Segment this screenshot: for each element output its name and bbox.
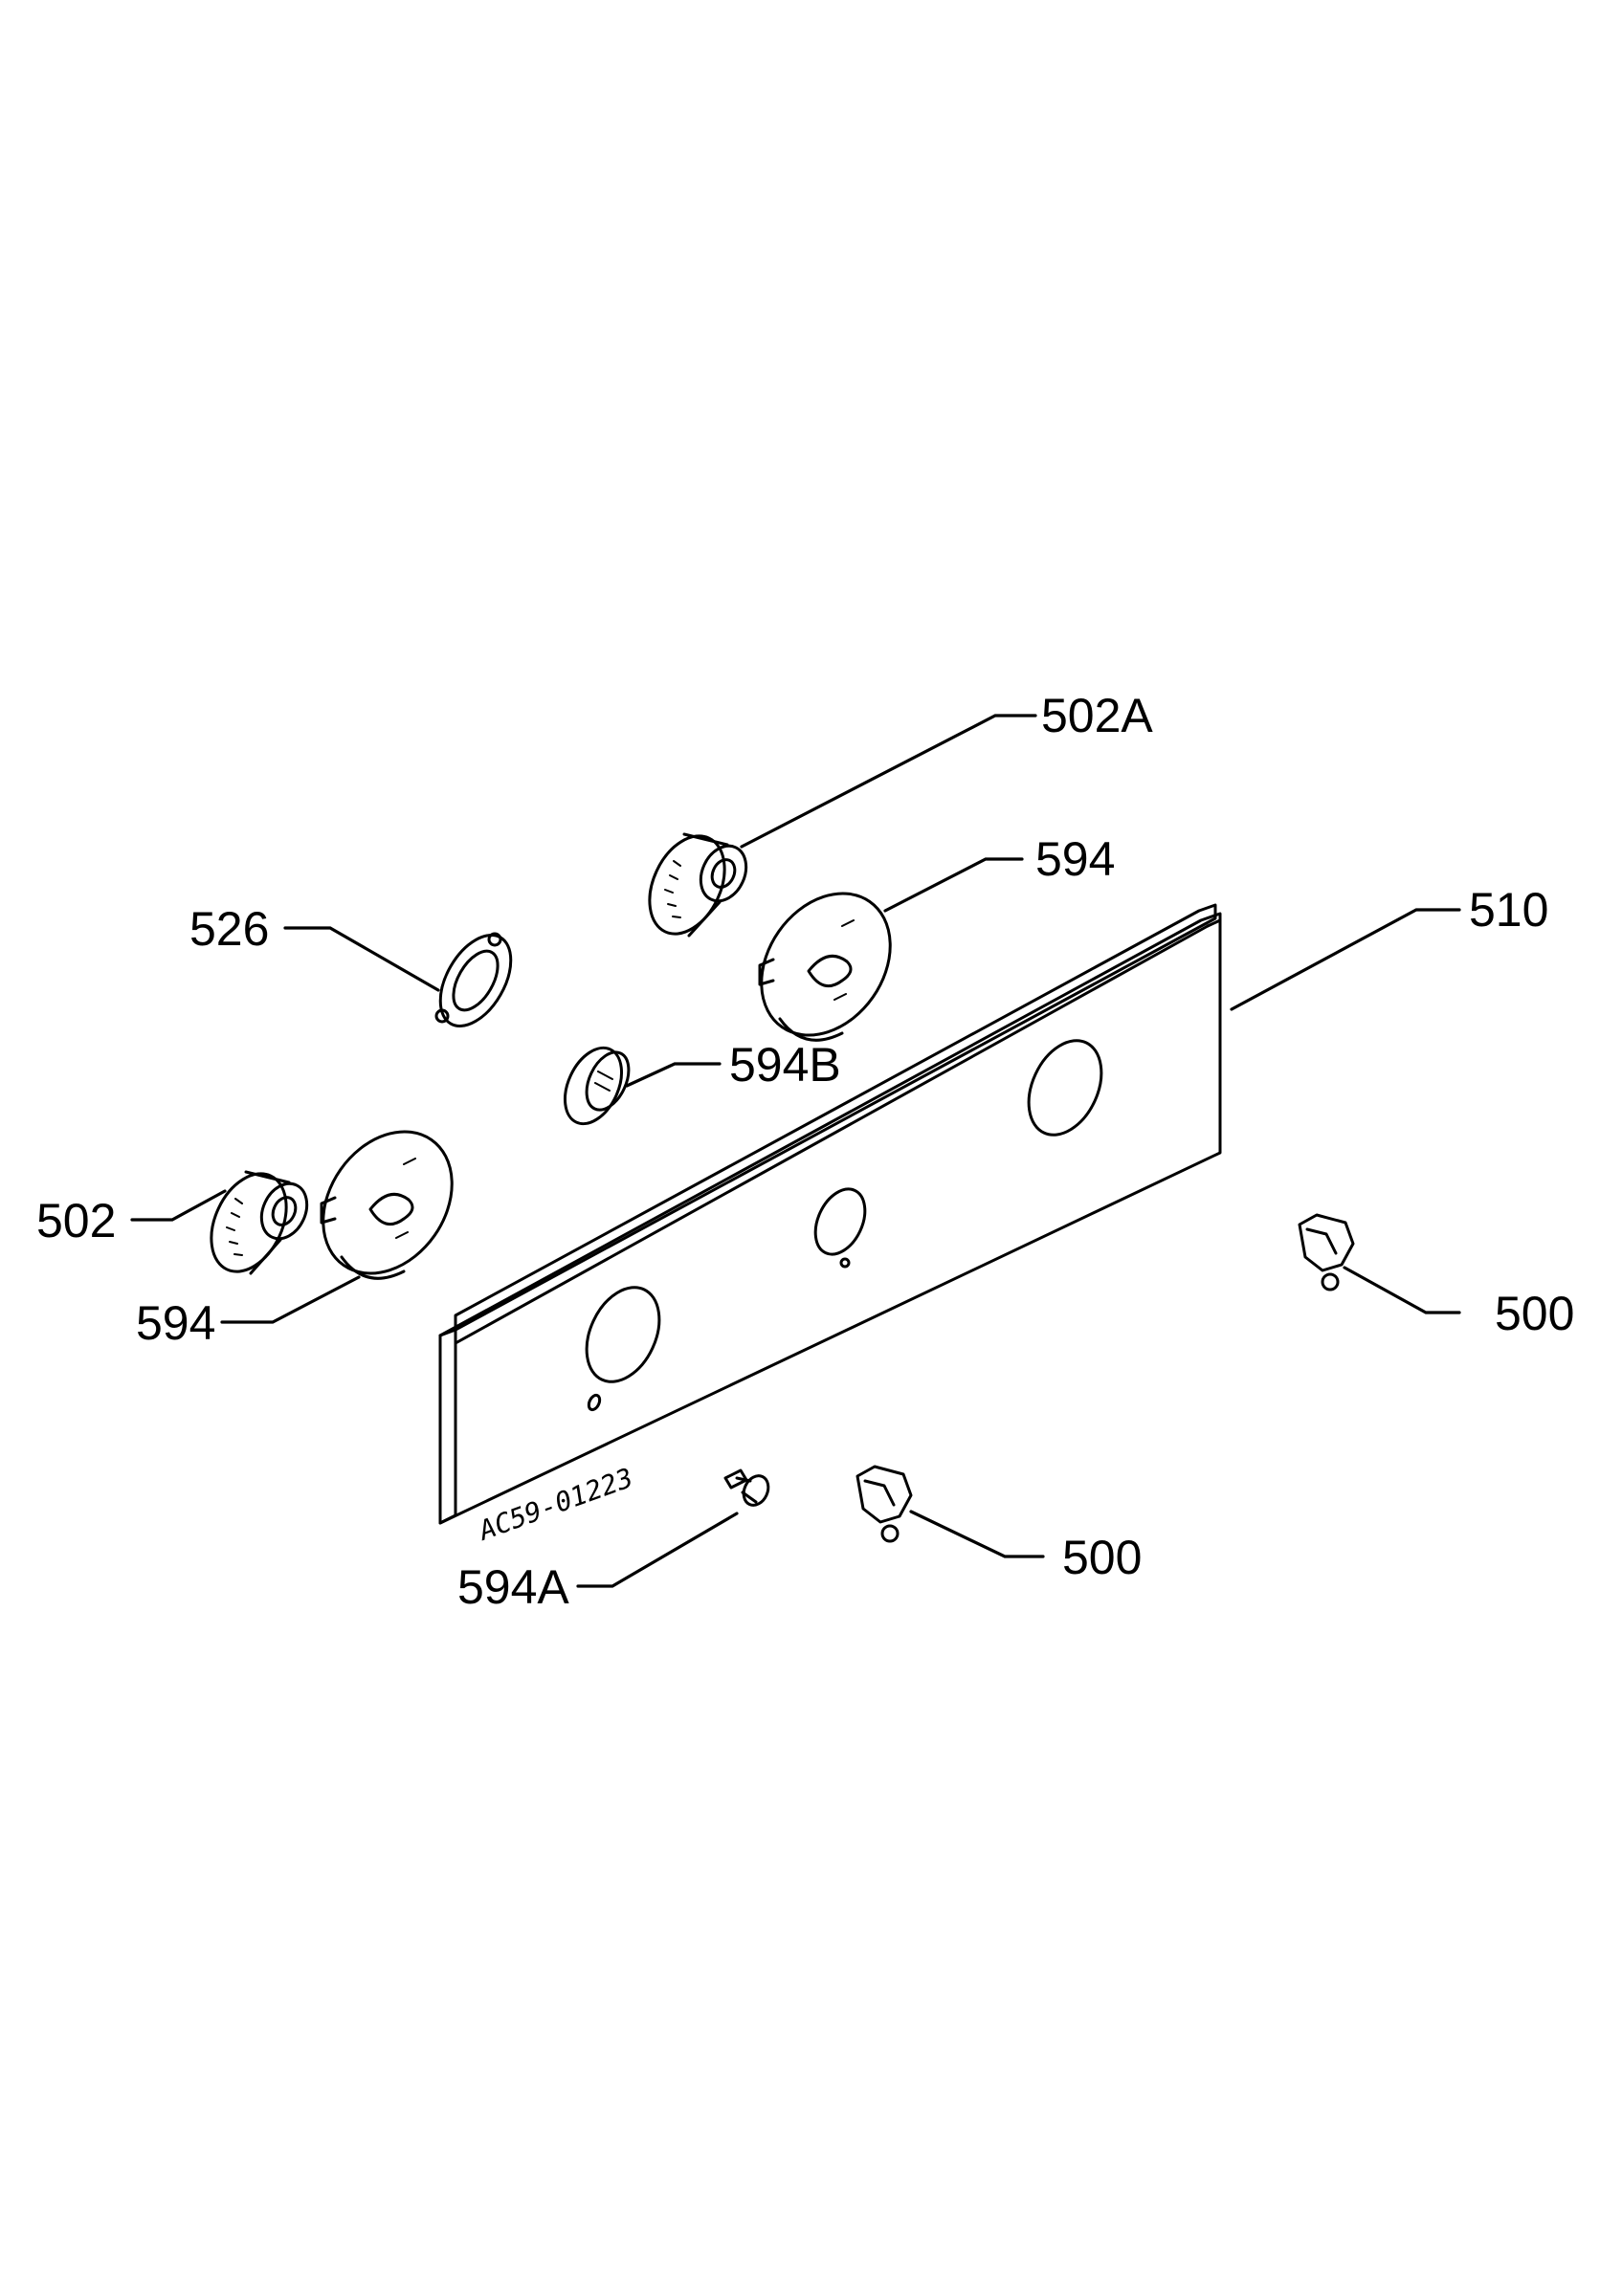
knob-part-502A xyxy=(648,832,748,938)
clip-part-500-bottom xyxy=(855,1465,913,1543)
label-502: 502 xyxy=(36,1194,116,1247)
control-panel-part-510: AC59-01223 xyxy=(438,903,1222,1547)
plug-part-594B xyxy=(563,1046,631,1126)
label-594A: 594A xyxy=(457,1560,569,1614)
label-594-left: 594 xyxy=(136,1296,215,1350)
knob-part-502 xyxy=(210,1170,309,1275)
label-510: 510 xyxy=(1469,883,1548,937)
label-526: 526 xyxy=(189,902,269,956)
label-500-bottom: 500 xyxy=(1062,1531,1142,1584)
screw-part-594A xyxy=(723,1468,770,1507)
leader-lines xyxy=(130,714,1461,1588)
dial-part-594-left xyxy=(320,1130,454,1280)
label-502A: 502A xyxy=(1041,689,1153,742)
clip-part-500-right xyxy=(1298,1213,1355,1292)
dial-part-594-top xyxy=(758,892,892,1042)
label-500-right: 500 xyxy=(1495,1287,1574,1340)
part-labels: 502A 594 510 526 594B 502 594 500 500 59… xyxy=(36,689,1574,1614)
ring-part-526 xyxy=(434,932,513,1027)
label-594B: 594B xyxy=(729,1038,841,1092)
panel-part-number-marking: AC59-01223 xyxy=(473,1462,637,1547)
label-594-top: 594 xyxy=(1035,832,1115,886)
